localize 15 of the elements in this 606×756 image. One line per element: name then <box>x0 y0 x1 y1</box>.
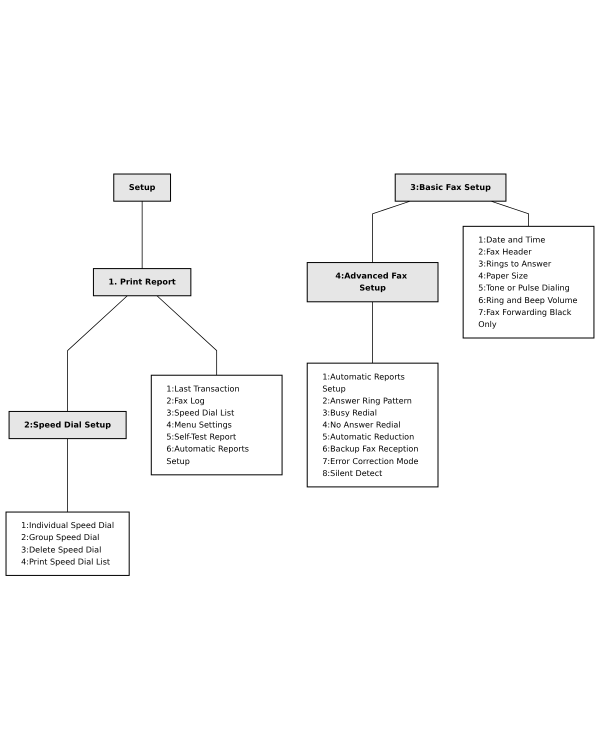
node-box: 1:Automatic Reports Setup 2:Answer Ring Pattern 3:Busy Redial 4:No Answer Redial 5:Automatic Reduction 6:Backup Fax Reception 7:Error Correction Mode 8:Silent Detect <box>306 362 439 488</box>
node-box: 1:Date and Time 2:Fax Header 3:Rings to Answer 4:Paper Size 5:Tone or Pulse Dialing 6:Ring and Beep Volume 7:Fax Forwarding Black Only <box>462 226 594 339</box>
node-box: 3:Basic Fax Setup <box>394 174 506 202</box>
connector <box>67 296 128 412</box>
connector <box>142 201 143 270</box>
connector <box>372 302 373 364</box>
connector <box>372 201 410 264</box>
node-box: 1:Individual Speed Dial 2:Group Speed Dial 3:Delete Speed Dial 4:Print Speed Dial List <box>6 512 130 576</box>
node-box: Setup <box>113 174 172 202</box>
node-box: 2:Speed Dial Setup <box>8 411 127 440</box>
connector <box>156 296 218 376</box>
node-box: 1:Last Transaction 2:Fax Log 3:Speed Dial List 4:Menu Settings 5:Self-Test Report 6:Automatic Reports Setup <box>150 375 283 476</box>
node-box: 4:Advanced Fax Setup <box>306 262 439 303</box>
node-box: 1. Print Report <box>92 268 192 297</box>
connector <box>67 438 68 513</box>
